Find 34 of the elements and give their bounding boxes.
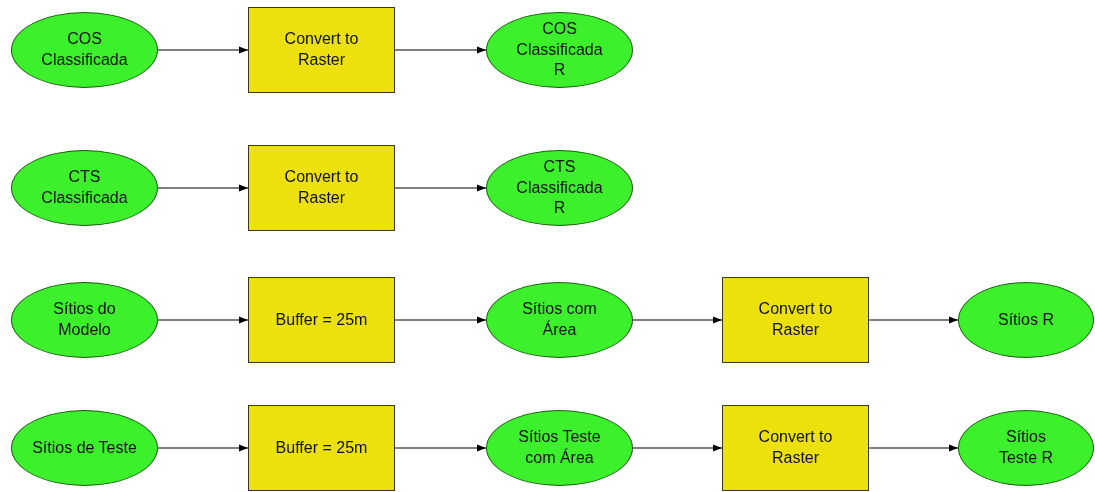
process-box [722,405,869,491]
node-label: Sítios Teste R [997,427,1055,468]
node-label: Sítios com Área [521,299,598,340]
node-label: COS Classificada R [515,18,604,81]
node-label: Convert to Raster [757,427,834,468]
arrow [632,444,723,452]
arrow [394,184,487,192]
arrow [632,316,723,324]
arrow [394,46,487,54]
process-box [248,7,395,93]
node-label: Convert to Raster [283,29,360,70]
node-label: Convert to Raster [757,299,834,340]
process-box [248,145,395,231]
node-label: Buffer = 25m [275,437,368,458]
arrow [868,444,959,452]
process-box [248,405,395,491]
node-label: Sítios de Teste [32,437,137,458]
arrow [157,184,249,192]
node-label: CTS Classificada [40,167,129,208]
node-label: Buffer = 25m [275,309,368,330]
arrow [157,316,249,324]
node-label: Sítios do Modelo [52,299,117,340]
node-label: Sítios Teste com Área [517,427,602,468]
arrow [157,46,249,54]
arrow [157,444,249,452]
arrow [868,316,959,324]
node-label: CTS Classificada R [515,156,604,219]
arrow [394,444,487,452]
node-label: COS Classificada [40,29,129,70]
process-box [248,277,395,363]
process-box [722,277,869,363]
arrow [394,316,487,324]
node-label: Convert to Raster [283,167,360,208]
node-label: Sítios R [998,309,1054,330]
